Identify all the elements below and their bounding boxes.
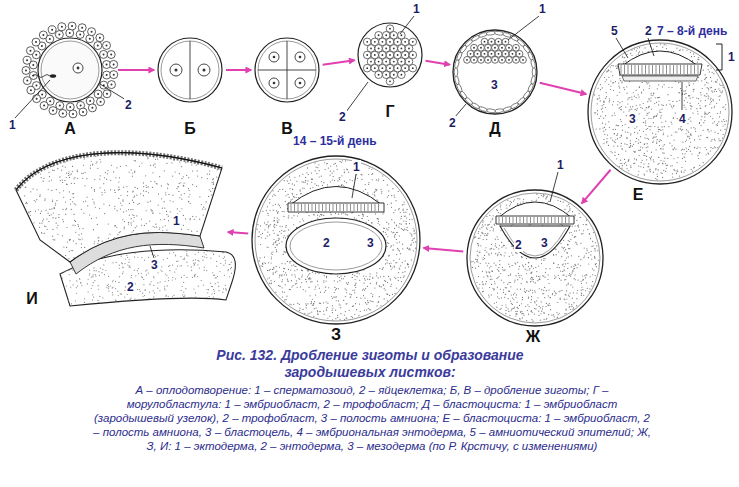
figure-page: АБВГДЕЖЗИ12121327 – 8-й день5213412314 –…: [0, 0, 739, 487]
